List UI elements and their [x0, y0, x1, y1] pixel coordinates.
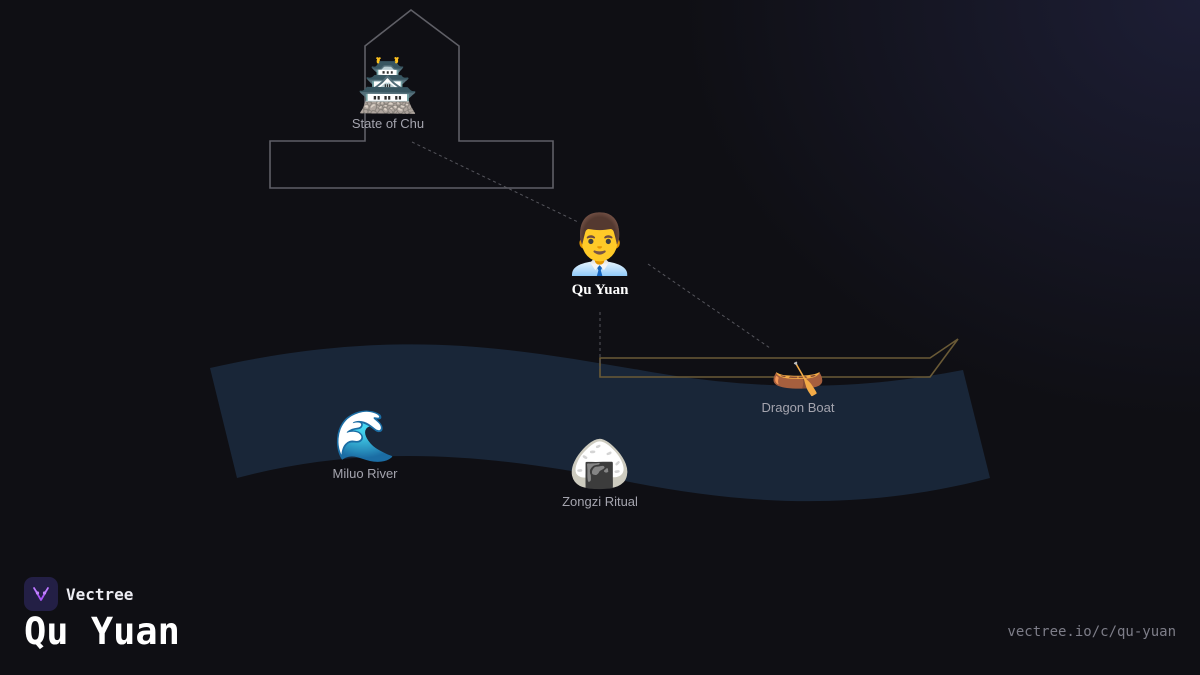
- node-label: Miluo River: [332, 466, 398, 481]
- node-dragon-boat[interactable]: 🛶 Dragon Boat: [761, 347, 835, 416]
- node-label: State of Chu: [351, 116, 425, 131]
- miluo-river-shape: [210, 344, 990, 502]
- connector-quyuan-boat: [647, 263, 771, 349]
- node-label: Dragon Boat: [761, 400, 835, 415]
- brand[interactable]: Vectree: [24, 577, 133, 611]
- man-office-worker-icon: 👨‍💼: [563, 210, 637, 278]
- palace-outline: [269, 8, 554, 189]
- page-title: Qu Yuan: [24, 610, 180, 653]
- canoe-icon: 🛶: [770, 347, 826, 398]
- node-qu-yuan[interactable]: 👨‍💼 Qu Yuan: [564, 212, 636, 299]
- boat-outline: [599, 338, 959, 378]
- node-state-of-chu[interactable]: 🏯 State of Chu: [352, 58, 424, 131]
- vectree-logo-icon: [24, 577, 58, 611]
- brand-name: Vectree: [66, 584, 134, 604]
- page-url[interactable]: vectree.io/c/qu-yuan: [1007, 624, 1176, 640]
- connector-chu-quyuan: [411, 141, 579, 223]
- castle-icon: 🏯: [356, 57, 420, 115]
- water-wave-icon: 🌊: [333, 407, 397, 465]
- node-label: Zongzi Ritual: [562, 494, 638, 509]
- node-zongzi-ritual[interactable]: 🍙 Zongzi Ritual: [562, 436, 638, 509]
- rice-ball-icon: 🍙: [568, 435, 632, 493]
- node-miluo-river[interactable]: 🌊 Miluo River: [332, 408, 397, 481]
- node-label: Qu Yuan: [571, 282, 629, 298]
